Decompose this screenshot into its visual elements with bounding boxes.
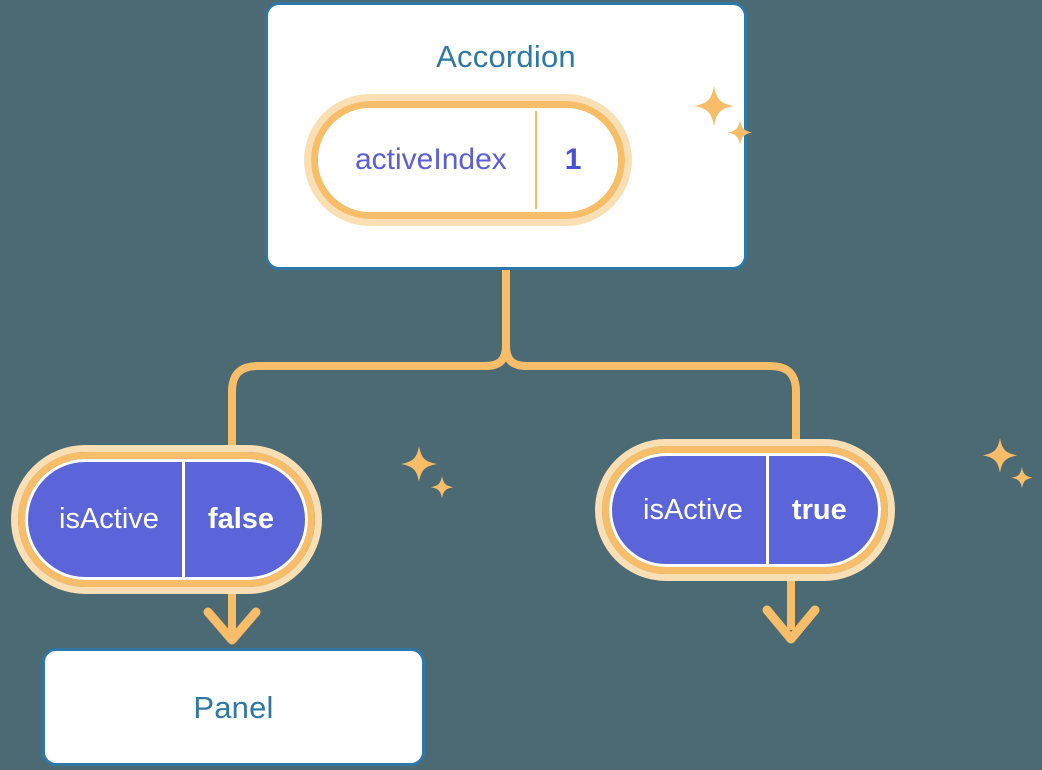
connector-branch-left <box>228 341 510 456</box>
sparkles-icon <box>398 444 460 511</box>
state-key: activeIndex <box>355 143 507 176</box>
state-pill-body: activeIndex 1 <box>303 94 633 226</box>
component-title: Panel <box>193 689 274 725</box>
state-value: true <box>765 456 878 564</box>
state-pill-active-index[interactable]: activeIndex 1 <box>303 94 633 226</box>
arrow-down-icon-right <box>762 575 820 644</box>
state-pill-is-active-right[interactable]: isActive true <box>595 439 895 581</box>
component-card-panel-left[interactable]: Panel <box>42 648 425 766</box>
state-pill-inner: isActive false <box>25 459 309 580</box>
connector-trunk <box>502 266 800 447</box>
state-pill-inner: activeIndex 1 <box>318 108 619 212</box>
state-pill-inner: isActive true <box>609 453 881 567</box>
sparkles-icon <box>980 436 1040 501</box>
component-title: Accordion <box>436 39 576 74</box>
state-value: false <box>181 462 305 577</box>
arrow-down-icon-left <box>203 588 261 645</box>
state-key: isActive <box>643 493 743 526</box>
state-key: isActive <box>59 503 159 535</box>
state-pill-is-active-left[interactable]: isActive false <box>10 445 323 594</box>
state-pill-body: isActive true <box>595 439 895 581</box>
state-value: 1 <box>534 111 616 209</box>
state-pill-body: isActive false <box>10 445 323 594</box>
